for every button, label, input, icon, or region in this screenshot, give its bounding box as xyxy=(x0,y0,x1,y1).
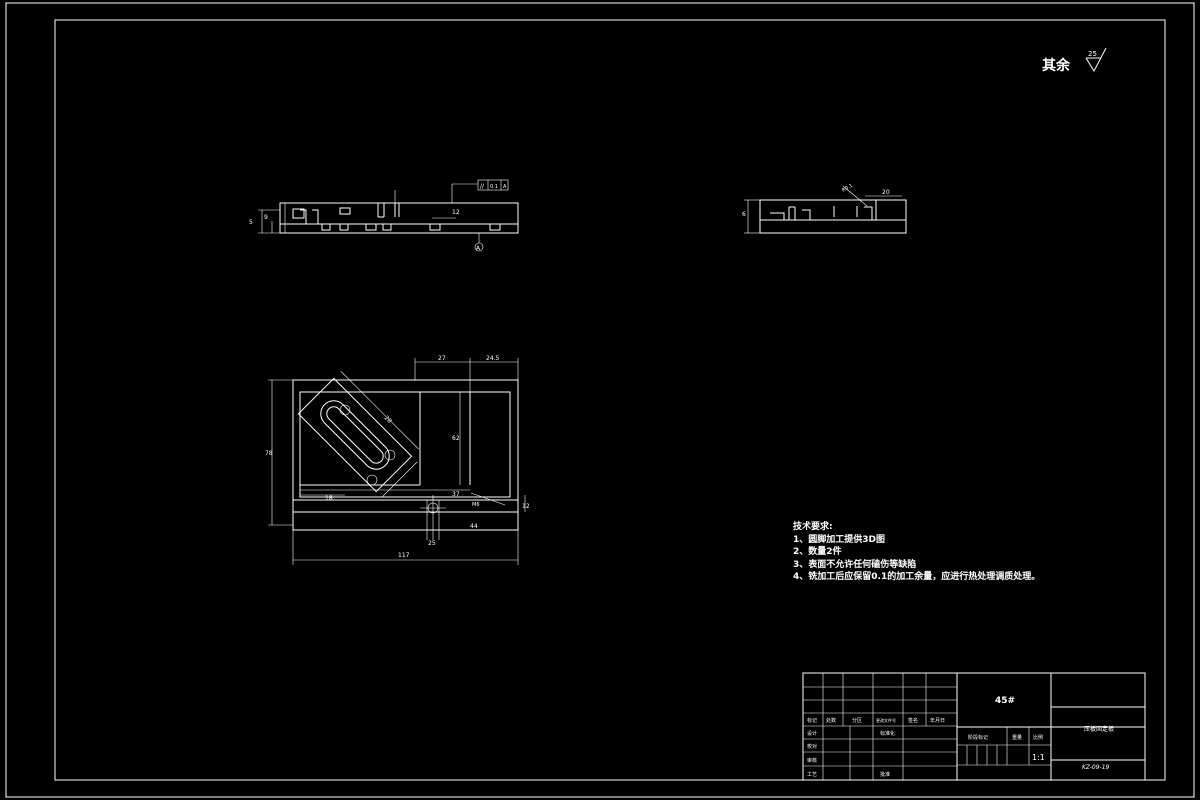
dim-plan-bottom-2: 44 xyxy=(470,523,478,530)
dim-plan-bottom: 117 xyxy=(398,552,410,559)
dim-plan-left: 78 xyxy=(265,450,273,457)
tb-row-label-0: 标记 xyxy=(807,717,817,724)
dim-plan-hole: M6 xyxy=(472,502,480,508)
tb-scale-label: 比例 xyxy=(1033,734,1043,741)
dim-front-left-2: 9 xyxy=(264,214,268,221)
tech-notes-title: 技术要求: xyxy=(793,522,833,532)
tb-std-label: 标准化 xyxy=(880,730,895,737)
tb-row-label-3: 更改文件号 xyxy=(876,717,896,723)
dim-plan-mid-2: 28 xyxy=(383,414,393,424)
dim-side-top: 20 xyxy=(882,189,890,196)
tech-note-3: 3、表面不允许任何磕伤等缺陷 xyxy=(793,559,917,570)
dim-plan-top-2: 24.5 xyxy=(486,355,500,362)
side-view: R0.1 20 6 xyxy=(742,183,907,234)
roughness-mark: 其余 25 xyxy=(1042,47,1107,74)
dim-plan-mid-3: 62 xyxy=(452,435,460,442)
tol-value: 0.1 xyxy=(490,184,498,190)
tb-side-label-0: 设计 xyxy=(807,730,817,737)
tb-row-label-5: 年月日 xyxy=(930,717,945,724)
tol-datum: A xyxy=(503,184,507,190)
front-view: 5 9 12 // 0.1 A A xyxy=(249,179,519,252)
tech-note-4: 4、铣加工后应保留0.1的加工余量，应进行热处理调质处理。 xyxy=(793,572,1041,582)
inner-border xyxy=(54,19,1166,781)
roughness-label: 其余 xyxy=(1042,57,1071,74)
dim-plan-small-2: 25 xyxy=(428,540,436,547)
tb-drawing-no: KZ-09-19 xyxy=(1082,764,1110,771)
roughness-value: 25 xyxy=(1088,50,1097,58)
tb-row-label-1: 处数 xyxy=(826,717,836,724)
plan-view: 78 117 27 24.5 62 37 18 44 12 M6 28 25 xyxy=(265,355,530,565)
dim-plan-right: 12 xyxy=(522,503,530,510)
tb-weight-label: 重量 xyxy=(1012,734,1022,741)
tb-scale: 1:1 xyxy=(1032,753,1045,762)
tb-material: 45# xyxy=(995,696,1015,706)
title-block: 标记 处数 分区 更改文件号 签名 年月日 设计 校对 审核 工艺 标准化 批准… xyxy=(802,672,1146,781)
dim-front-left-1: 5 xyxy=(249,219,253,226)
tech-note-2: 2、数量2件 xyxy=(793,547,842,557)
dim-side-radius: R0.1 xyxy=(841,183,854,194)
tb-approve-label: 批准 xyxy=(880,771,890,778)
dim-side-left: 6 xyxy=(742,211,746,218)
tol-symbol: // xyxy=(480,183,485,190)
datum-label: A xyxy=(476,245,481,252)
tech-note-1: 1、圆脚加工提供3D图 xyxy=(793,534,885,545)
tb-side-label-2: 审核 xyxy=(807,757,817,764)
tb-part-name: 压板固定板 xyxy=(1084,725,1114,733)
tb-row-label-2: 分区 xyxy=(852,717,862,724)
tb-side-label-1: 校对 xyxy=(807,743,817,750)
dim-plan-top-1: 27 xyxy=(438,355,446,362)
tb-stage-label: 阶段标记 xyxy=(968,734,988,741)
tb-side-label-3: 工艺 xyxy=(807,772,817,778)
tb-row-label-4: 签名 xyxy=(908,717,918,724)
outer-border xyxy=(5,2,1195,798)
dim-plan-small-1: 18 xyxy=(325,495,333,502)
technical-requirements: 技术要求: 1、圆脚加工提供3D图 2、数量2件 3、表面不允许任何磕伤等缺陷 … xyxy=(793,521,1093,584)
dim-front-mid: 12 xyxy=(452,209,460,216)
dim-plan-mid-1: 37 xyxy=(452,491,460,498)
